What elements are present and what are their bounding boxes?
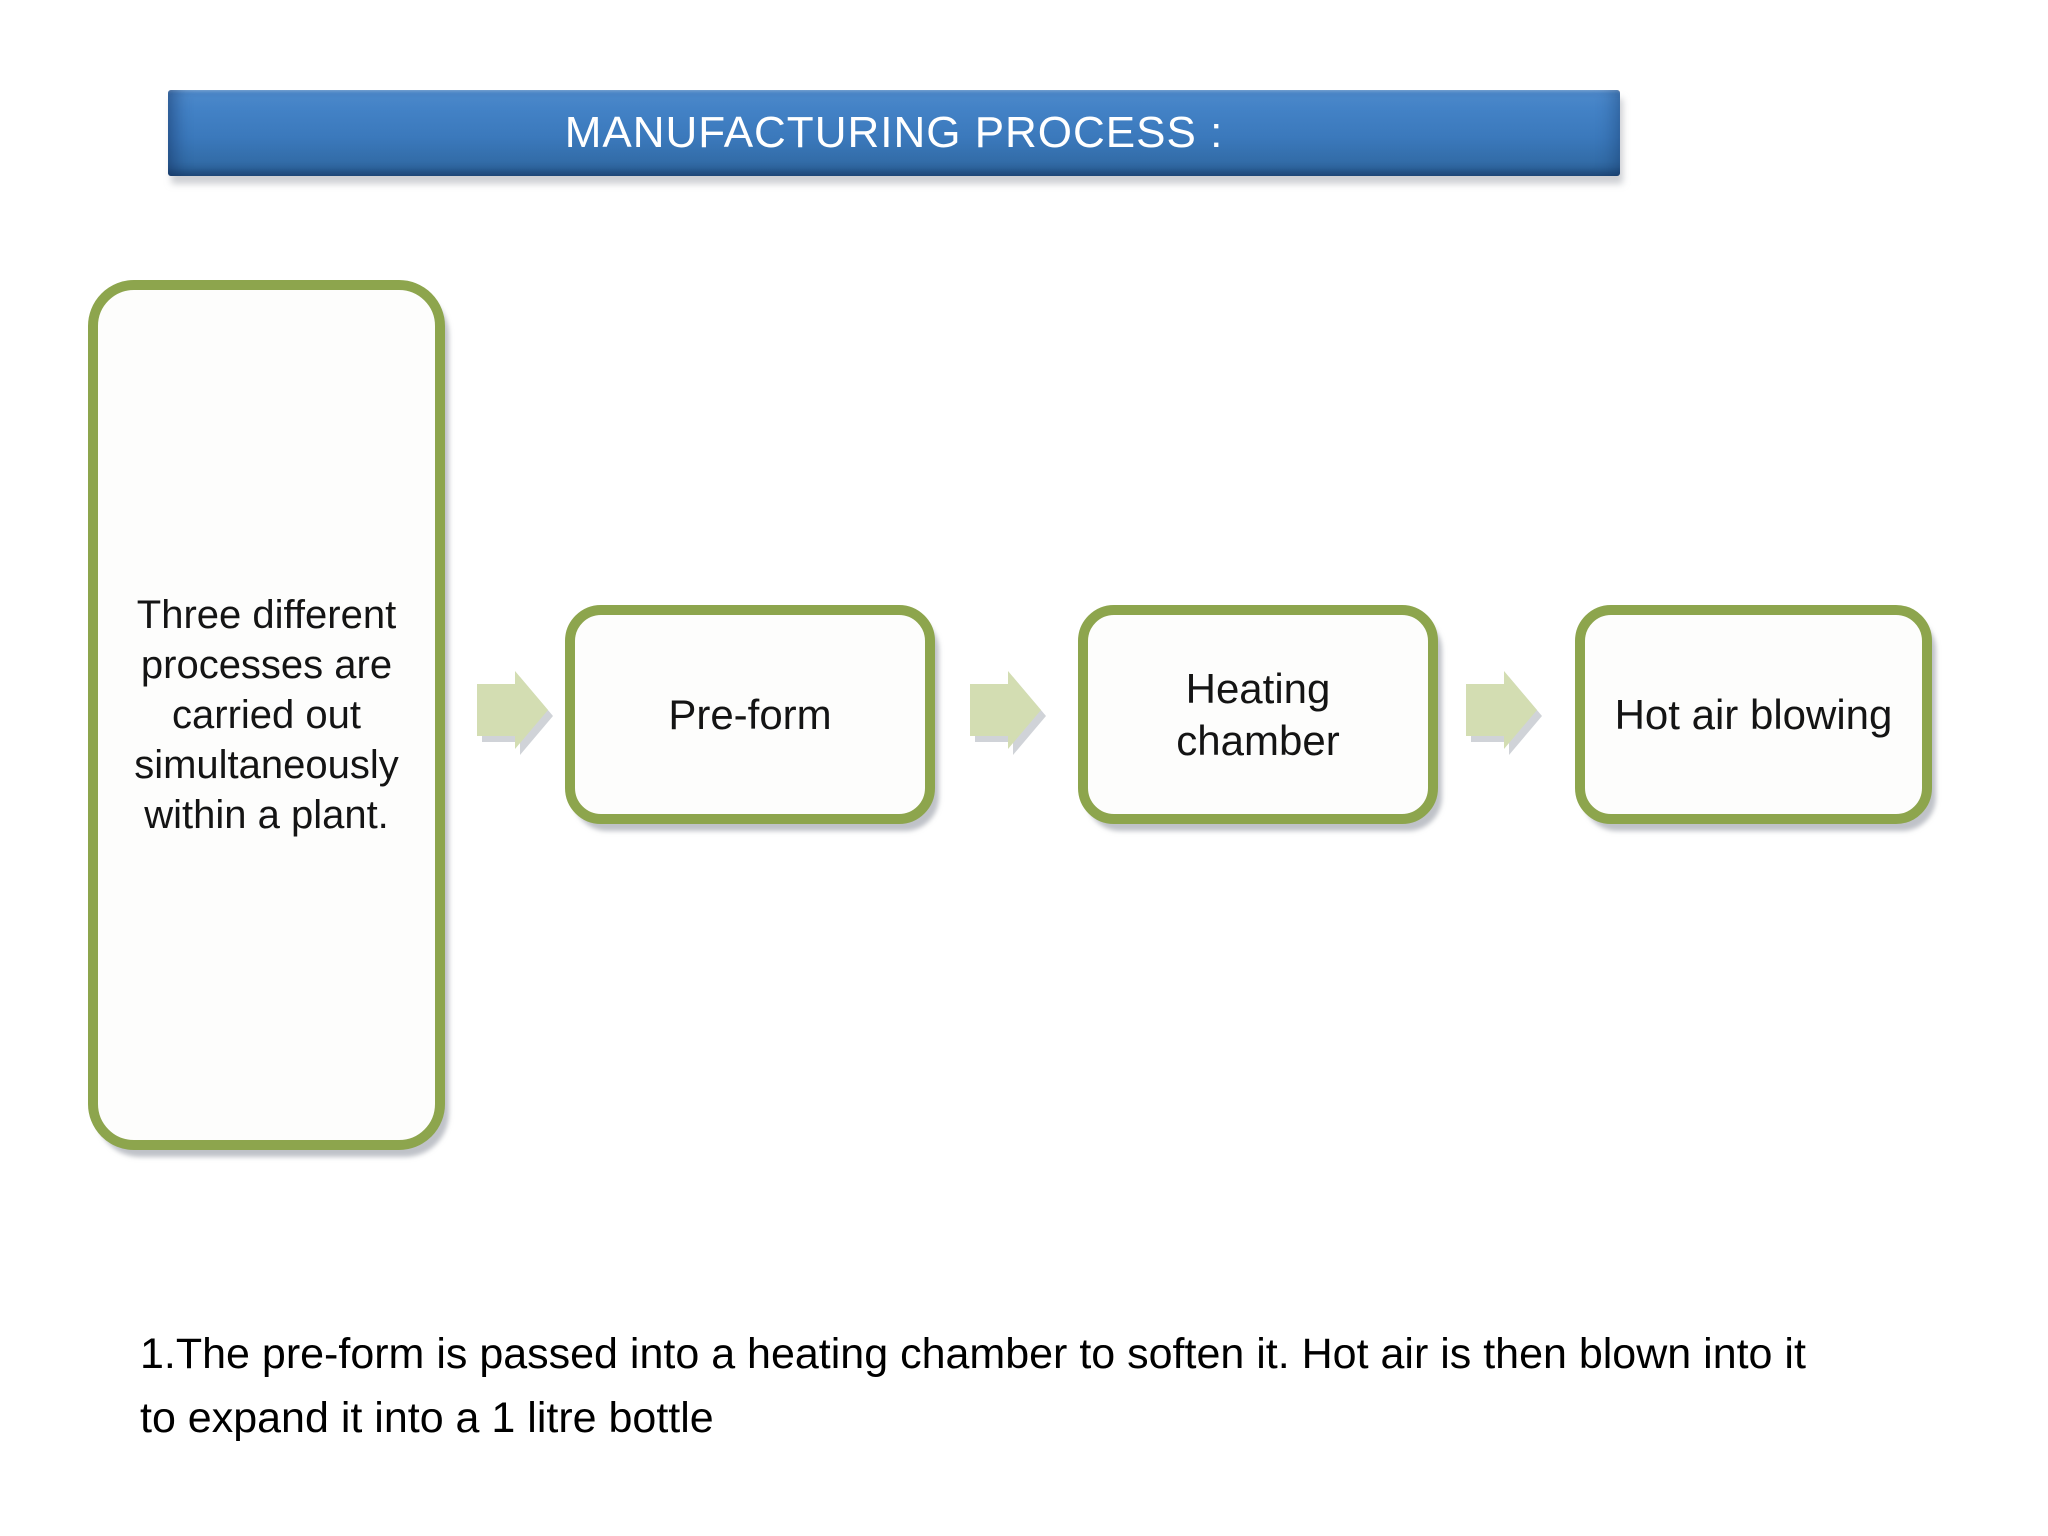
flow-arrow-icon (477, 671, 553, 755)
flow-step-box-hot-air-blowing: Hot air blowing (1575, 605, 1932, 824)
note-line-2: to expand it into a 1 litre bottle (140, 1394, 714, 1442)
note-text: 1.The pre-form is passed into a heating … (140, 1322, 2020, 1450)
right-arrow-icon (970, 671, 1046, 755)
flow-step-label: Pre-form (668, 690, 832, 738)
slide-title: MANUFACTURING PROCESS : (564, 108, 1224, 157)
flow-step-box-preform: Pre-form (565, 605, 935, 824)
flow-arrow-icon (970, 671, 1046, 755)
right-arrow-icon (1466, 671, 1542, 755)
intro-box-text: Three different processes are carried ou… (134, 593, 399, 837)
right-arrow-icon (477, 671, 553, 755)
title-banner: MANUFACTURING PROCESS : (168, 90, 1620, 176)
flow-step-box-heating-chamber: Heating chamber (1078, 605, 1438, 824)
intro-box: Three different processes are carried ou… (88, 280, 445, 1150)
flow-arrow-icon (1466, 671, 1542, 755)
flow-step-label: Heating chamber (1176, 664, 1340, 764)
flow-step-label: Hot air blowing (1614, 690, 1893, 738)
note-line-1: 1.The pre-form is passed into a heating … (140, 1330, 1806, 1378)
